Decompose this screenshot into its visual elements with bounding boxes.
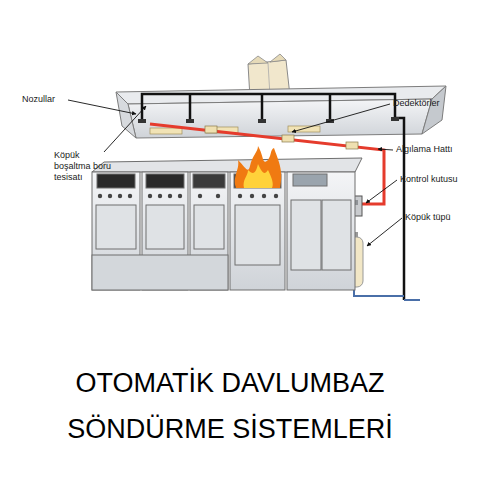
cooking-line [92,158,362,290]
kitchen-hood [116,86,446,138]
fire [235,146,281,188]
nozzles [138,117,399,123]
callout-label: Köpük boşaltma boru tesisatı [54,150,114,183]
leader-lines [68,100,402,246]
diagram-title: OTOMATİK DAVLUMBAZ SÖNDÜRME SİSTEMLERİ [30,360,430,452]
callout-label: Dedektörler [393,98,440,109]
callout-label: Köpük tüpü [405,212,451,223]
supply-pipe [354,287,420,300]
callout-label: Kontrol kutusu [400,174,458,185]
control-knobs [98,194,278,198]
callout-label: Algılama Hattı [396,144,453,155]
callout-label: Nozullar [22,94,55,105]
